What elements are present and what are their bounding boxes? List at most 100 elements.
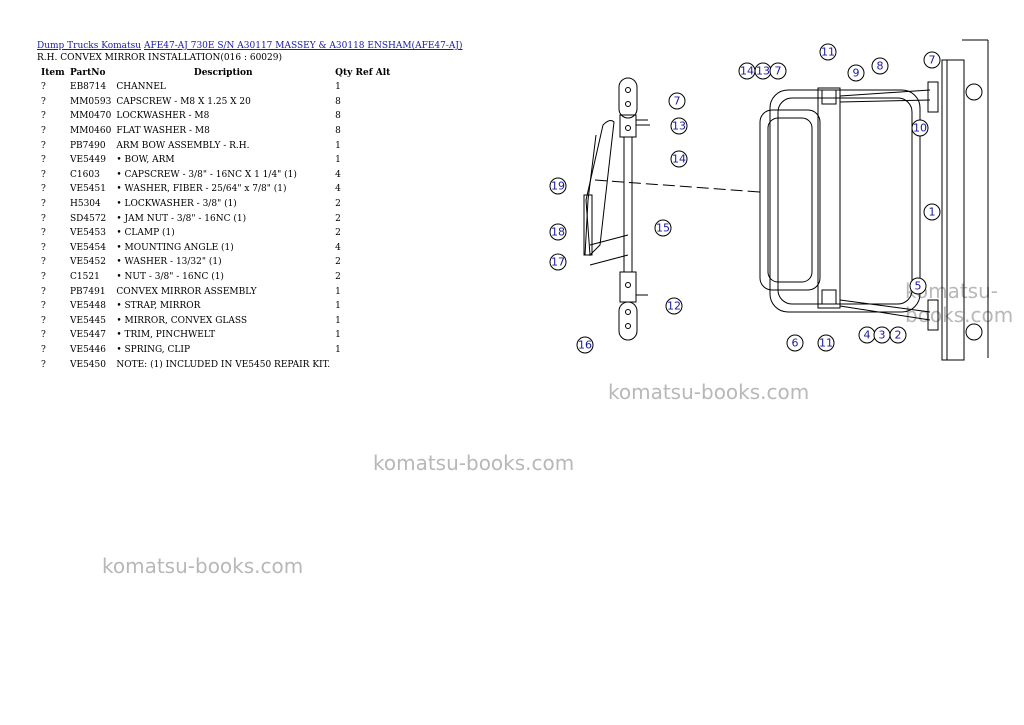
cell-description: • MOUNTING ANGLE (1) [116, 242, 234, 253]
cell-partno: SD4572 [70, 213, 107, 224]
cell-description: CONVEX MIRROR ASSEMBLY [116, 286, 257, 297]
cell-qty: 1 [335, 330, 341, 341]
cell-description: • BOW, ARM [116, 155, 175, 166]
svg-text:14: 14 [672, 153, 686, 166]
table-row: ? MM0470 LOCKWASHER - M8 8 [37, 109, 393, 124]
svg-text:2: 2 [895, 329, 902, 342]
cell-item: ? [41, 155, 46, 166]
cell-qty: 2 [335, 257, 341, 268]
cell-item: ? [41, 213, 46, 224]
cell-description: CAPSCREW - M8 X 1.25 X 20 [116, 96, 251, 107]
cell-partno: PB7491 [70, 286, 106, 297]
cell-partno: VE5450 [70, 359, 106, 370]
table-header-row: Item PartNo Description Qty Ref Alt [37, 66, 393, 80]
callout-11-bottom: 11 [817, 334, 835, 352]
callout-3: 3 [873, 326, 891, 344]
parts-table: Item PartNo Description Qty Ref Alt ?EB8… [37, 66, 393, 372]
table-row: ? VE5446 • SPRING, CLIP 1 [37, 343, 393, 358]
cell-qty: 4 [335, 169, 341, 180]
cell-item: ? [41, 184, 46, 195]
callout-11-top: 11 [819, 43, 837, 61]
breadcrumb: Dump Trucks Komatsu AFE47-AJ 730E S/N A3… [37, 40, 463, 52]
cell-partno: MM0460 [70, 126, 112, 137]
svg-text:16: 16 [578, 339, 592, 352]
svg-text:18: 18 [551, 226, 565, 239]
lower-clamp-bracket [618, 301, 638, 341]
mirror-installation-diagram: 11 14 13 7 9 8 7 10 7 13 14 19 15 18 17 … [549, 39, 989, 361]
callout-13-left: 13 [670, 117, 688, 135]
svg-text:13: 13 [672, 120, 686, 133]
cell-qty: 4 [335, 242, 341, 253]
cell-qty: 1 [335, 301, 341, 312]
cell-item: ? [41, 199, 46, 210]
column-header-partno: PartNo [70, 68, 106, 78]
callout-7-top: 7 [769, 62, 787, 80]
cell-description: LOCKWASHER - M8 [116, 111, 210, 122]
cell-item: ? [41, 344, 46, 355]
cell-item: ? [41, 140, 46, 151]
svg-text:11: 11 [821, 46, 835, 59]
cell-qty: 2 [335, 199, 341, 210]
cell-description: CHANNEL [116, 82, 166, 93]
cell-partno: VE5448 [70, 301, 106, 312]
callout-2: 2 [889, 326, 907, 344]
cell-partno: VE5449 [70, 155, 106, 166]
svg-text:6: 6 [792, 337, 799, 350]
cell-partno: VE5446 [70, 344, 106, 355]
svg-text:4: 4 [864, 329, 871, 342]
cell-item: ? [41, 169, 46, 180]
svg-text:9: 9 [853, 67, 860, 80]
callout-15: 15 [654, 219, 672, 237]
breadcrumb-link-model[interactable]: AFE47-AJ 730E S/N A30117 MASSEY & A30118… [143, 41, 463, 51]
callout-13-top: 13 [754, 62, 772, 80]
cell-qty: 1 [335, 344, 341, 355]
callout-7-right: 7 [923, 51, 941, 69]
cell-qty: 2 [335, 272, 341, 283]
mirror-strap [817, 87, 841, 309]
convex-mirror-glass [585, 120, 615, 257]
cell-description: • NUT - 3/8" - 16NC (1) [116, 272, 224, 283]
callout-8: 8 [871, 57, 889, 75]
cell-partno: MM0470 [70, 111, 112, 122]
callout-9: 9 [847, 64, 865, 82]
table-row: ? C1603 • CAPSCREW - 3/8" - 16NC X 1 1/4" … [37, 168, 393, 183]
cell-partno: C1521 [70, 272, 100, 283]
cell-partno: PB7490 [70, 140, 106, 151]
cell-item: ? [41, 96, 46, 107]
watermark: komatsu-books.com [373, 451, 575, 475]
cell-description: • MIRROR, CONVEX GLASS [116, 315, 248, 326]
callout-14-left: 14 [670, 150, 688, 168]
cell-qty: 8 [335, 111, 341, 122]
callout-17: 17 [549, 253, 567, 271]
cell-description: • TRIM, PINCHWELT [116, 330, 216, 341]
cell-description: • SPRING, CLIP [116, 344, 191, 355]
cell-qty: 8 [335, 96, 341, 107]
cell-partno: C1603 [70, 169, 100, 180]
table-row: ?VE5452• WASHER - 13/32" (1)2 [37, 255, 393, 270]
cell-item: ? [41, 82, 46, 93]
svg-text:15: 15 [656, 222, 670, 235]
svg-text:17: 17 [551, 256, 565, 269]
cell-item: ? [41, 359, 46, 370]
callout-12: 12 [665, 297, 683, 315]
svg-text:7: 7 [775, 65, 782, 78]
cell-partno: MM0593 [70, 96, 112, 107]
svg-text:1: 1 [929, 206, 936, 219]
breadcrumb-link-dump-trucks[interactable]: Dump Trucks Komatsu [37, 41, 142, 51]
cell-description: • LOCKWASHER - 3/8" (1) [116, 199, 237, 210]
callout-1: 1 [923, 203, 941, 221]
cell-item: ? [41, 242, 46, 253]
cell-description: • CAPSCREW - 3/8" - 16NC X 1 1/4" (1) [116, 169, 297, 180]
table-row: ?C1521• NUT - 3/8" - 16NC (1)2 [37, 270, 393, 285]
callout-16: 16 [576, 336, 594, 354]
cell-qty: 1 [335, 286, 341, 297]
cell-qty: 2 [335, 213, 341, 224]
cell-item: ? [41, 111, 46, 122]
